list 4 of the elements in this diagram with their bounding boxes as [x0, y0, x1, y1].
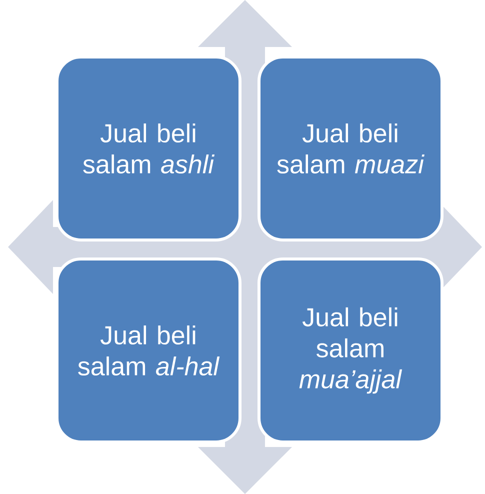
quadrant-box: Jual beli salam muazi [258, 56, 444, 242]
quadrant-box: Jual beli salam al-hal [56, 258, 242, 444]
quadrant-box: Jual beli salam mua’ajjal [258, 258, 444, 444]
quadrant-box: Jual beli salam ashli [56, 56, 242, 242]
